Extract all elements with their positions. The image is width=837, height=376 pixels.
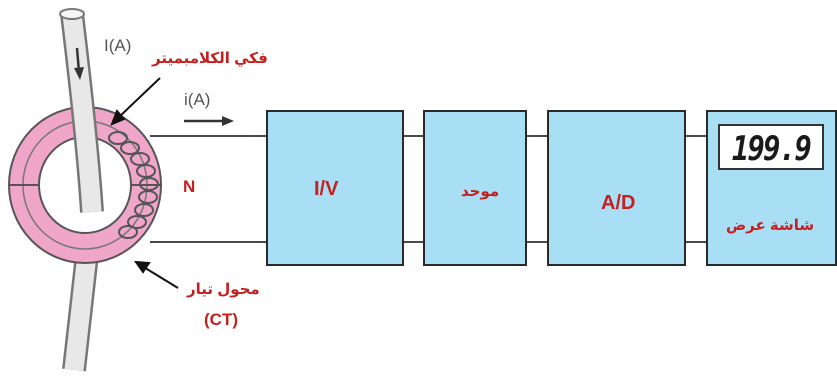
ad-label: A/D: [601, 192, 636, 214]
rectifier-label: موحد: [461, 183, 500, 200]
iv-label: I/V: [314, 178, 339, 200]
ad-converter-block: A/D: [547, 110, 686, 266]
ct-name-label: محول تيار: [187, 281, 260, 298]
display-label: شاشة عرض: [726, 217, 815, 234]
conductor-wire-upper: [59, 8, 104, 213]
turns-label: N: [183, 177, 196, 196]
annotation-pointers: [110, 77, 179, 289]
wire-current-label: I(A): [104, 36, 132, 55]
current-arrow: [184, 116, 234, 126]
rectifier-block: موحد: [423, 110, 527, 266]
iv-converter-block: I/V: [266, 110, 404, 266]
lcd-readout: 199.9: [718, 124, 824, 170]
ct-abbr-label: (CT): [204, 310, 238, 329]
coil-windings: [108, 131, 159, 239]
secondary-current-label: i(A): [184, 90, 211, 109]
lcd-reading: 199.9: [731, 129, 812, 169]
signal-wires: [150, 135, 706, 243]
clamp-jaws-label: فكي الكلامبميتر: [152, 50, 268, 67]
